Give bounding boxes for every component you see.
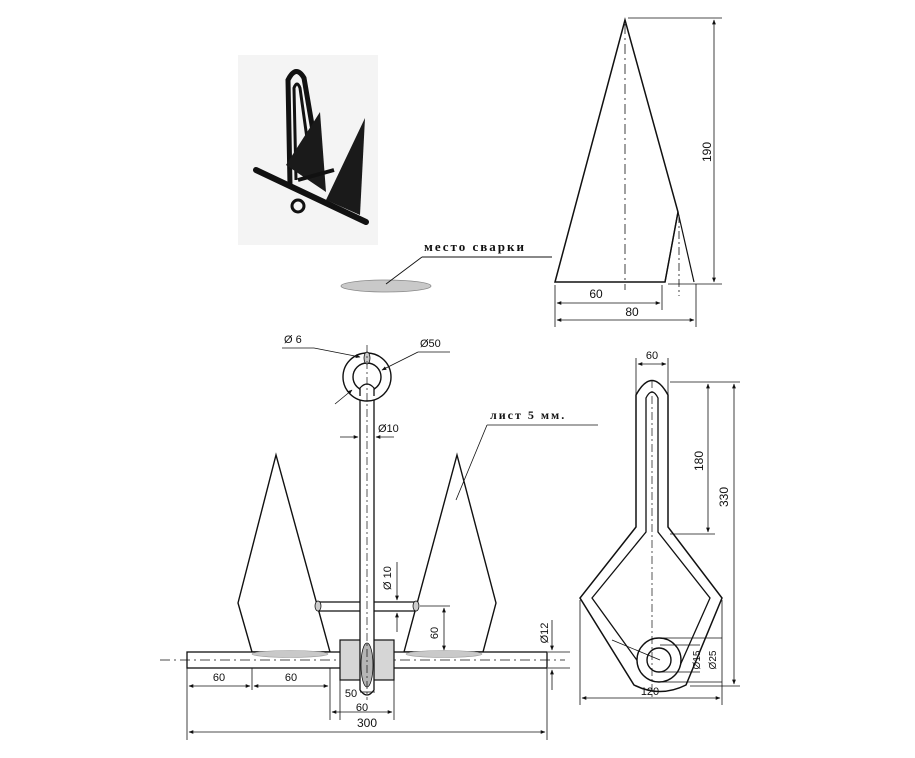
sheet-thickness-label: лист 5 мм. xyxy=(490,408,566,422)
weld-ellipse xyxy=(340,279,432,293)
dim-80-label: 80 xyxy=(625,305,639,319)
dim-300-label: 300 xyxy=(357,716,377,730)
shank-dimensions xyxy=(579,358,740,705)
weld-place-callout: место сварки xyxy=(340,239,552,293)
dim-60-b-label: 60 xyxy=(285,672,297,684)
dim-50-label: 50 xyxy=(345,688,357,700)
fluke-plate-drawing xyxy=(554,17,722,327)
dia-10-top-label: Ø10 xyxy=(378,423,399,435)
dim-60-shank-label: 60 xyxy=(646,350,658,362)
dia-6-label: Ø 6 xyxy=(284,334,302,346)
dim-60-vertical-label: 60 xyxy=(429,627,441,639)
dim-120-label: 120 xyxy=(641,686,659,698)
dim-60-a-label: 60 xyxy=(213,672,225,684)
dia-15-label: Ø15 xyxy=(692,650,703,669)
dim-60-top-label: 60 xyxy=(589,287,603,301)
dia-12-label: Ø12 xyxy=(539,623,551,644)
front-view-dimensions xyxy=(186,347,598,740)
dia-25-label: Ø25 xyxy=(708,650,719,669)
dim-60-c-label: 60 xyxy=(356,702,368,714)
anchor-photo-icon xyxy=(238,55,378,245)
dia-10-side-label: Ø 10 xyxy=(382,566,394,590)
dim-330-label: 330 xyxy=(717,487,731,507)
dia-50-label: Ø50 xyxy=(420,338,441,350)
dim-180-label: 180 xyxy=(692,451,706,471)
weld-place-label: место сварки xyxy=(424,239,526,254)
dim-190-label: 190 xyxy=(700,142,714,162)
anchor-front-view xyxy=(160,345,565,700)
